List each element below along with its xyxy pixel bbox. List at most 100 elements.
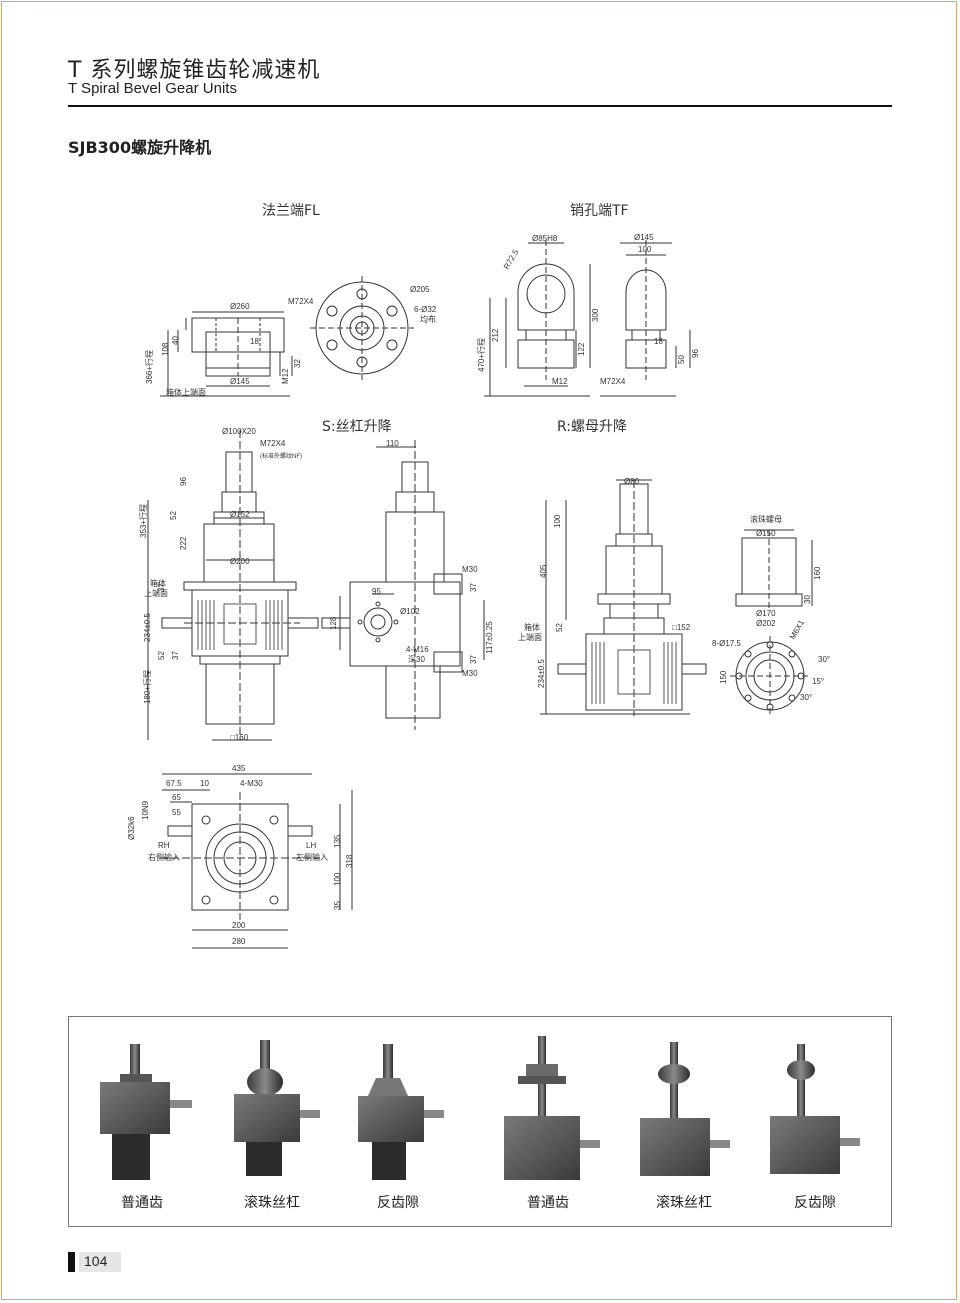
dim-s-top1: 箱体 xyxy=(150,578,166,588)
dim-plan-m30: 4-M30 xyxy=(240,779,263,788)
dim-fl-m12: M12 xyxy=(281,368,290,384)
dim-fl-108: 108 xyxy=(161,342,170,356)
dim-s-52: 52 xyxy=(169,511,178,520)
dim-r-top1: 箱体 xyxy=(524,622,540,632)
screw-lift-gear-housing xyxy=(197,600,283,650)
dim-r-15deg: 15° xyxy=(812,677,824,686)
dim-r-150: 150 xyxy=(719,670,728,684)
dim-s-110: 110 xyxy=(386,439,399,448)
dim-plan-rh-cn: 右侧输入 xyxy=(148,852,180,862)
dim-r-30deg-b: 30° xyxy=(800,693,812,702)
page-title: T 系列螺旋锥齿轮减速机 xyxy=(68,58,321,83)
dim-plan-55: 55 xyxy=(172,808,181,817)
dim-r-234: 234±0.5 xyxy=(537,659,546,688)
dim-fl-stroke: 366+行程 xyxy=(144,350,154,384)
header-rule xyxy=(68,105,892,107)
dim-s-m30b: M30 xyxy=(462,669,478,678)
photo-3 xyxy=(358,1044,444,1180)
dim-plan-435: 435 xyxy=(232,764,246,773)
dim-plan-135: 135 xyxy=(333,834,342,848)
photo-caption-3: 反齿隙 xyxy=(377,1195,419,1211)
dim-s-d102: Ø102 xyxy=(400,607,420,616)
dim-s-stroke353: 353+行程 xyxy=(138,504,148,538)
dim-s-95: 95 xyxy=(372,587,381,596)
dim-plan-rh: RH xyxy=(158,841,170,850)
product-photo-panel xyxy=(68,1016,892,1227)
photo-6 xyxy=(770,1044,860,1174)
dim-s-stroke180: 180+行程 xyxy=(142,670,152,704)
photo-caption-4: 普通齿 xyxy=(527,1195,569,1211)
photo-1 xyxy=(100,1044,192,1180)
dim-s-m16: 4-M16 xyxy=(406,645,429,654)
nut-lift-front-view xyxy=(540,479,707,716)
nut-lift-gear-housing xyxy=(591,642,677,704)
photo-caption-5: 滚珠丝杠 xyxy=(656,1195,712,1211)
dim-s-117: 117±0.25 xyxy=(485,621,494,654)
page-number-marker xyxy=(68,1252,75,1272)
dim-s-96: 96 xyxy=(179,477,188,486)
label-nut-lift: R:螺母升降 xyxy=(557,419,628,435)
dim-r-30deg: 30° xyxy=(818,655,830,664)
dim-r-d80: Ø80 xyxy=(624,477,640,486)
dim-r-d170: Ø170 xyxy=(756,609,776,618)
dim-r-d202: Ø202 xyxy=(756,619,776,628)
dim-s-128: 128 xyxy=(329,616,338,630)
dim-fl-40: 40 xyxy=(171,336,180,345)
dim-r-sq152: □152 xyxy=(672,623,691,632)
dim-r-100: 100 xyxy=(553,514,562,528)
ball-nut-views xyxy=(730,529,813,716)
dim-plan-100: 100 xyxy=(333,872,342,886)
pin-end-side-view xyxy=(600,240,691,397)
dim-s-37d: 37 xyxy=(469,655,478,664)
dim-plan-318: 318 xyxy=(345,854,354,868)
dim-s-m30: M30 xyxy=(462,565,478,574)
dim-r-405: 405 xyxy=(539,564,548,578)
dim-s-d152: Ø152 xyxy=(230,510,250,519)
photo-4 xyxy=(504,1036,600,1180)
dim-s-37c: 37 xyxy=(469,583,478,592)
screw-lift-side-view xyxy=(321,440,485,730)
dim-s-234: 234±0.5 xyxy=(143,613,152,642)
dim-s-m72: M72X4 xyxy=(260,439,286,448)
dim-fl-holes: 6-Ø32 xyxy=(414,305,437,314)
label-flange-end: 法兰端FL xyxy=(262,203,320,219)
dim-s-sq160: □160 xyxy=(230,733,249,742)
dim-fl-d205: Ø205 xyxy=(410,285,430,294)
dim-plan-35: 35 xyxy=(333,901,342,910)
dim-fl-18: 18 xyxy=(250,337,259,346)
dim-tf-m12: M12 xyxy=(552,377,568,386)
dim-fl-m72: M72X4 xyxy=(288,297,314,306)
dim-r-d150: Ø150 xyxy=(756,529,776,538)
photo-caption-1: 普通齿 xyxy=(121,1195,163,1211)
dim-plan-shaft: Ø32k6 xyxy=(127,816,136,840)
dim-s-222: 222 xyxy=(179,536,188,550)
dim-fl-d260: Ø260 xyxy=(230,302,250,311)
dim-r-top2: 上端面 xyxy=(518,632,542,642)
dim-tf-100: 100 xyxy=(638,245,652,254)
dim-tf-d85: Ø85H8 xyxy=(532,234,558,243)
dim-s-deep: 深30 xyxy=(408,655,425,664)
dim-fl-top: 箱体上端面 xyxy=(166,387,206,397)
dim-tf-18: 18 xyxy=(654,337,663,346)
dim-plan-280: 280 xyxy=(232,937,246,946)
screw-lift-front-view xyxy=(147,430,319,741)
dim-fl-32: 32 xyxy=(293,359,302,368)
dim-s-37: 37 xyxy=(157,583,166,592)
dim-r-30: 30 xyxy=(803,595,812,604)
dim-plan-65: 65 xyxy=(172,793,181,802)
dim-fl-even: 均布 xyxy=(420,314,436,324)
dim-r-160: 160 xyxy=(813,566,822,580)
dim-r-52: 52 xyxy=(555,623,564,632)
photo-caption-2: 滚珠丝杠 xyxy=(244,1195,300,1211)
dim-fl-d145: Ø145 xyxy=(230,377,250,386)
page-number-background xyxy=(79,1252,121,1272)
plan-view xyxy=(160,773,353,949)
dim-plan-200: 200 xyxy=(232,921,246,930)
dim-r-holes: 8-Ø17.5 xyxy=(712,639,741,648)
flange-end-top-view xyxy=(310,276,414,380)
dim-s-d200: Ø200 xyxy=(230,557,250,566)
photo-2 xyxy=(234,1040,320,1176)
